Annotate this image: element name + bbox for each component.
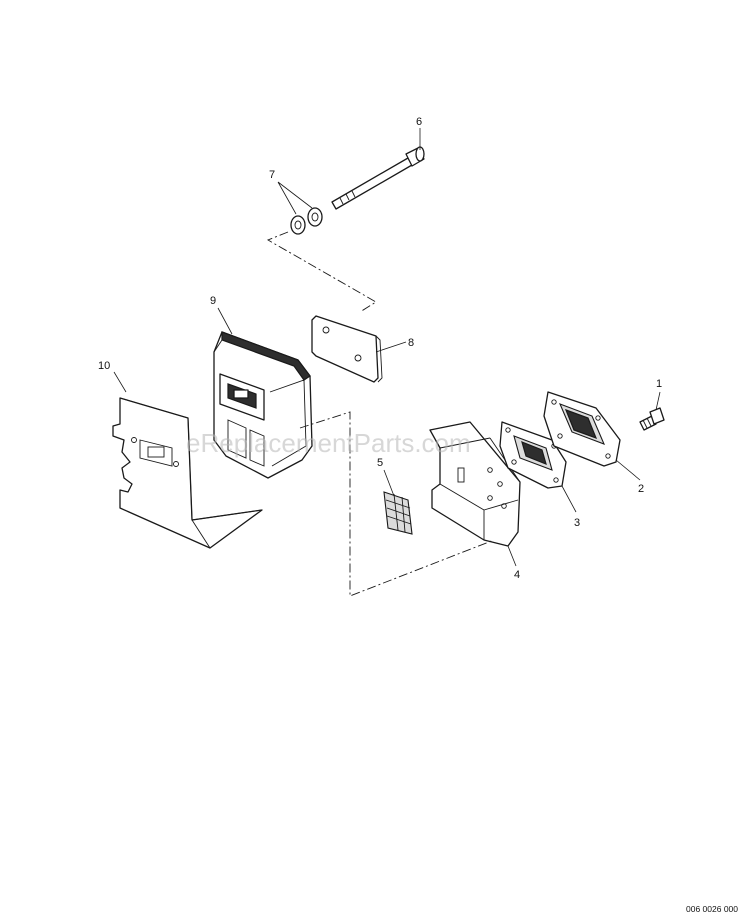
part-4-bracket[interactable] <box>429 421 521 547</box>
callout-7: 7 <box>269 169 275 181</box>
callout-6: 6 <box>416 116 422 128</box>
watermark-text: eReplacementParts.com <box>186 428 471 458</box>
document-id: 006 0026 000 <box>686 904 738 914</box>
part-5-screen[interactable] <box>383 491 413 535</box>
part-7-washers[interactable] <box>290 207 323 235</box>
part-3-gasket[interactable] <box>499 421 567 489</box>
callout-1: 1 <box>656 378 662 390</box>
part-2-flange[interactable] <box>543 391 621 467</box>
callout-labels: 6 7 9 8 10 1 5 2 3 4 <box>98 116 662 581</box>
leader-lines <box>113 128 661 567</box>
callout-8: 8 <box>408 337 414 349</box>
callout-9: 9 <box>210 295 216 307</box>
assembly-lines <box>266 231 495 597</box>
callout-10: 10 <box>98 360 110 372</box>
callout-2: 2 <box>638 483 644 495</box>
part-9-muffler[interactable] <box>213 331 313 479</box>
part-6-bolt[interactable] <box>331 146 425 210</box>
callout-4: 4 <box>514 569 520 581</box>
part-10-heat-shield[interactable] <box>112 397 263 549</box>
callout-5: 5 <box>377 457 383 469</box>
part-1-screw[interactable] <box>639 407 665 431</box>
callout-3: 3 <box>574 517 580 529</box>
part-8-plate[interactable] <box>311 315 383 383</box>
